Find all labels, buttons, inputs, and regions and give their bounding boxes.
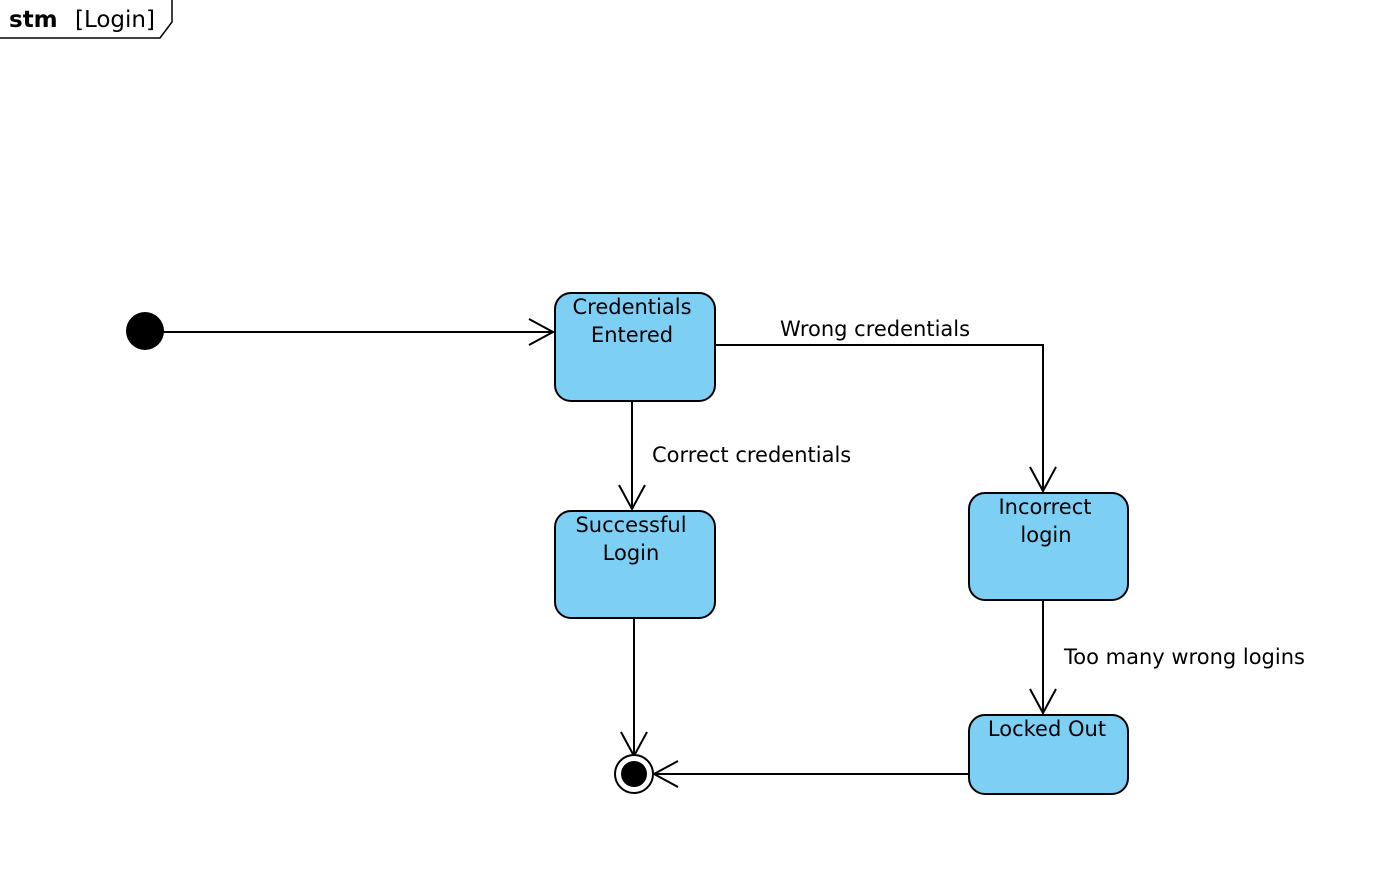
transition-too-many-wrong-logins[interactable]: Too many wrong logins	[1029, 600, 1305, 716]
state-label-line1: Successful	[575, 513, 686, 537]
arrowhead-icon	[528, 318, 556, 346]
state-successful-login[interactable]: Successful Login	[554, 510, 716, 619]
frame-name: [Login]	[75, 7, 155, 33]
transition-wrong-credentials[interactable]: Wrong credentials	[715, 317, 1057, 494]
transition-line	[715, 344, 1044, 491]
state-label-line2: login	[1020, 523, 1071, 547]
state-incorrect-login[interactable]: Incorrect login	[968, 492, 1129, 601]
transition-label-wrong-credentials: Wrong credentials	[780, 317, 970, 341]
state-box	[554, 292, 716, 402]
state-box	[968, 714, 1129, 795]
state-box	[968, 492, 1129, 601]
transition-successful-to-final[interactable]	[620, 618, 648, 759]
arrowhead-icon	[618, 484, 646, 512]
frame-tab: stm [Login]	[0, 0, 173, 39]
initial-state[interactable]	[126, 312, 164, 350]
state-label-line2: Login	[603, 541, 660, 565]
final-state-dot	[621, 761, 647, 787]
state-locked-out[interactable]: Locked Out	[968, 714, 1129, 795]
transition-locked-to-final[interactable]	[651, 760, 968, 788]
state-label-line1: Locked Out	[988, 717, 1106, 741]
state-box	[554, 510, 716, 619]
state-label-line1: Incorrect	[998, 495, 1091, 519]
final-state[interactable]	[614, 754, 654, 794]
frame-keyword: stm	[9, 7, 58, 33]
arrowhead-icon	[1029, 466, 1057, 494]
state-credentials-entered[interactable]: Credentials Entered	[554, 292, 716, 402]
transition-label-too-many-wrong-logins: Too many wrong logins	[1063, 645, 1305, 669]
transition-initial-to-credentials[interactable]	[164, 318, 556, 346]
transition-label-correct-credentials: Correct credentials	[652, 443, 851, 467]
frame-tab-outline	[0, 0, 173, 39]
arrowhead-icon	[1029, 688, 1057, 716]
transition-correct-credentials[interactable]: Correct credentials	[618, 401, 851, 512]
state-label-line1: Credentials	[572, 295, 691, 319]
state-label-line2: Entered	[591, 323, 673, 347]
frame-tab-label: stm [Login]	[9, 7, 155, 33]
